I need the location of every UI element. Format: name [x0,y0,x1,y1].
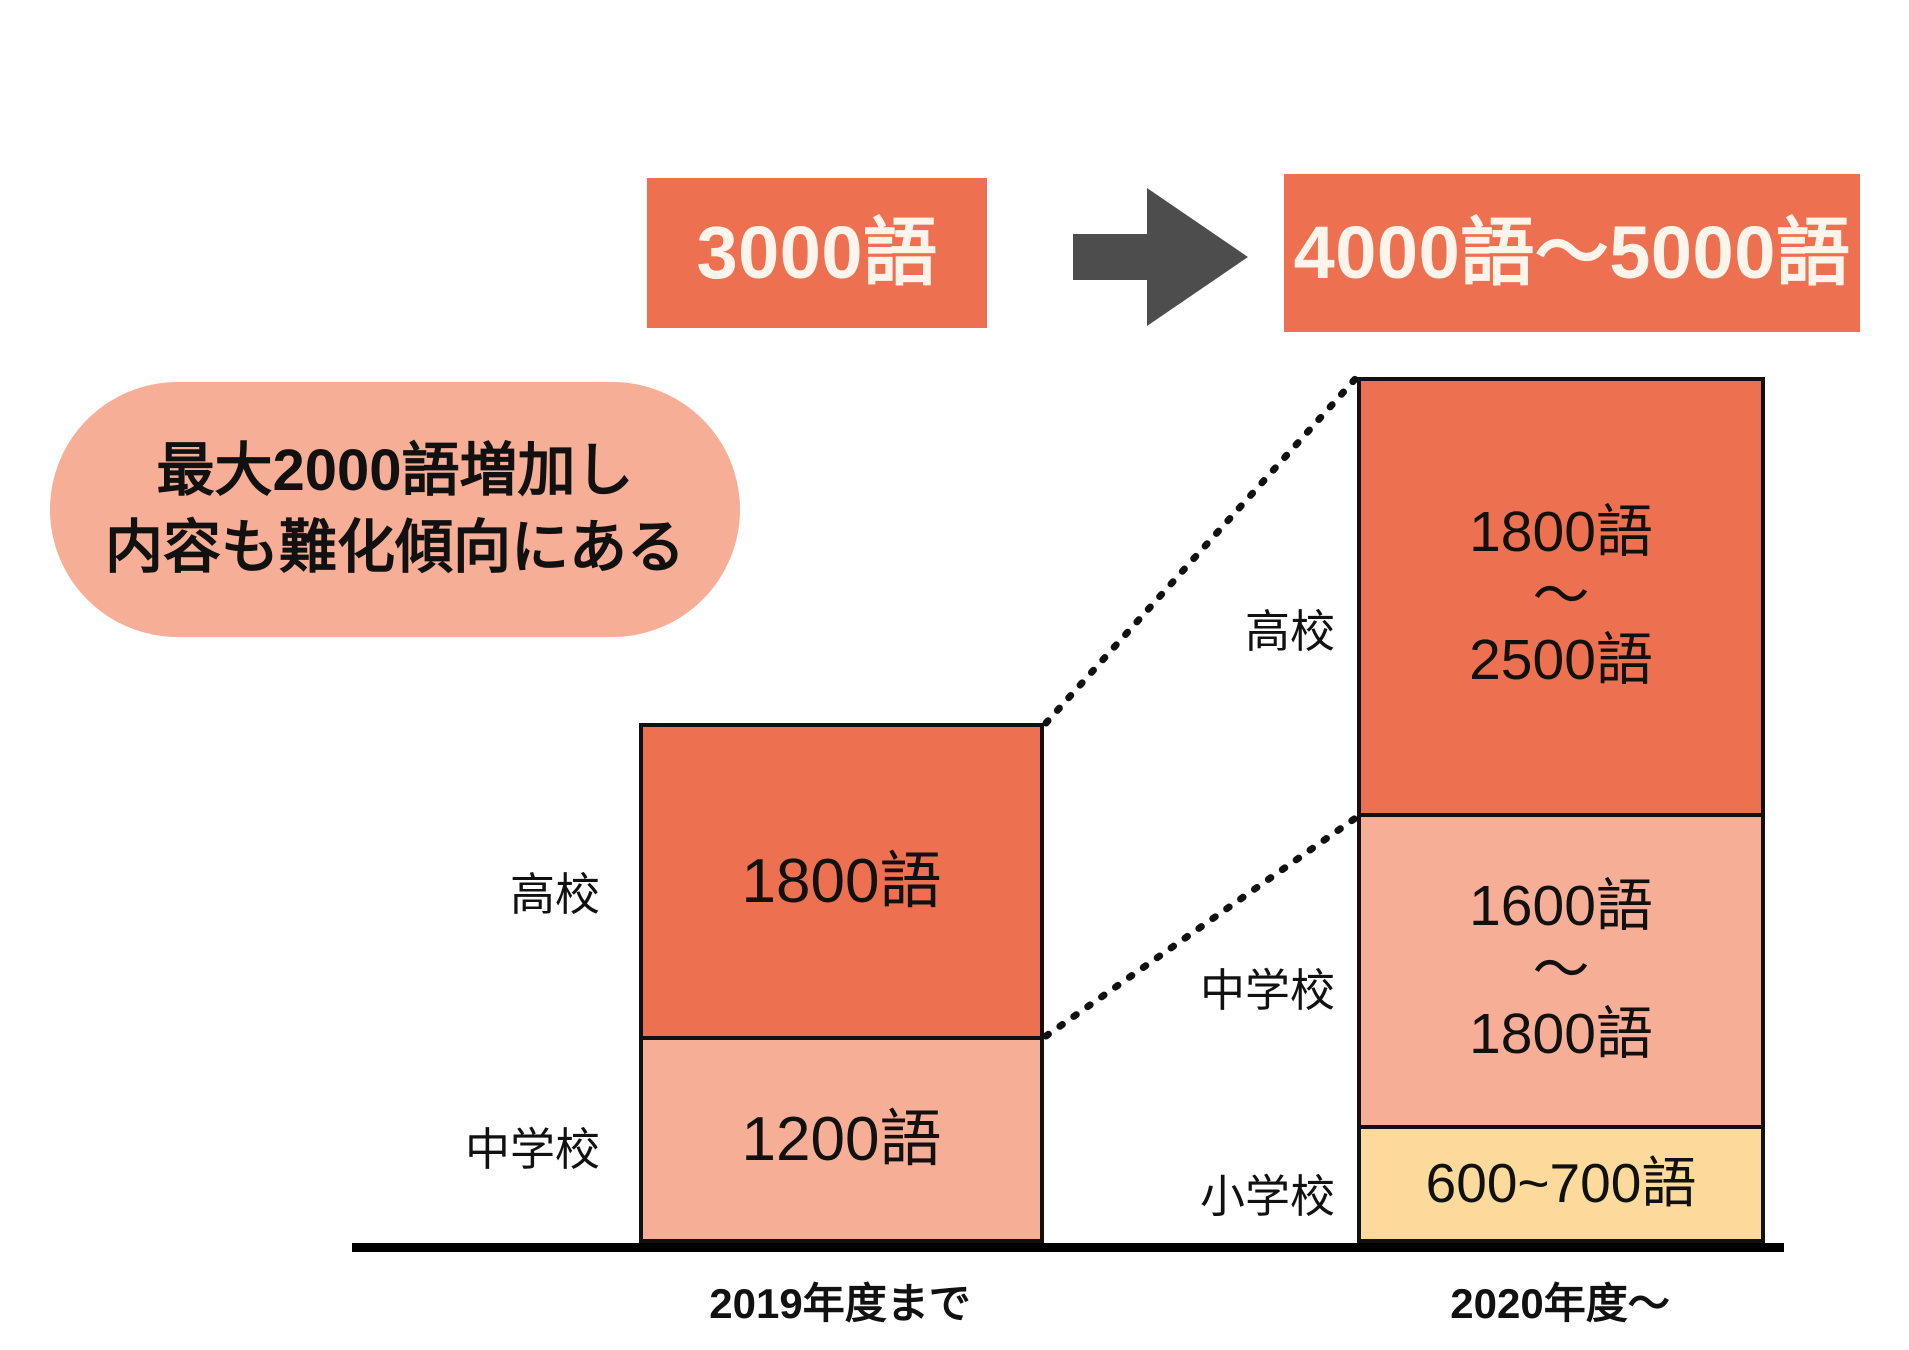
right-high-school-value-min: 1800語 [1469,500,1653,565]
right-elementary-segment: 600~700語 [1357,1125,1765,1243]
right-high-school-range-tilde: 〜 [1532,564,1590,629]
right-junior-high-value-min: 1600語 [1469,874,1653,939]
total-words-after-banner: 4000語〜5000語 [1284,174,1860,332]
right-junior-high-range-tilde: 〜 [1532,938,1590,1003]
right-arrow-icon [1073,188,1248,326]
increase-callout: 最大2000語増加し 内容も難化傾向にある [50,382,740,637]
right-junior-high-value-max: 1800語 [1469,1001,1653,1066]
right-high-school-segment: 1800語 〜 2500語 [1357,377,1765,817]
baseline-axis [352,1243,1784,1252]
callout-line-1: 最大2000語増加し [156,437,634,503]
right-elementary-value: 600~700語 [1425,1152,1697,1215]
right-elementary-label: 小学校 [1199,1171,1335,1222]
callout-line-2: 内容も難化傾向にある [104,514,685,580]
left-high-school-segment: 1800語 [639,723,1044,1040]
right-high-school-value-max: 2500語 [1469,627,1653,692]
left-junior-high-segment: 1200語 [639,1036,1044,1243]
right-high-school-label: 高校 [1244,606,1335,657]
left-junior-high-label: 中学校 [464,1124,600,1175]
right-junior-high-label: 中学校 [1199,965,1335,1016]
left-junior-high-value: 1200語 [741,1104,942,1174]
left-high-school-value: 1800語 [741,846,942,916]
left-high-school-label: 高校 [509,869,600,920]
right-junior-high-segment: 1600語 〜 1800語 [1357,813,1765,1129]
axis-label-2020: 2020年度〜 [1450,1280,1670,1327]
total-words-before-banner: 3000語 [647,178,987,328]
axis-label-2019: 2019年度まで [709,1280,971,1327]
